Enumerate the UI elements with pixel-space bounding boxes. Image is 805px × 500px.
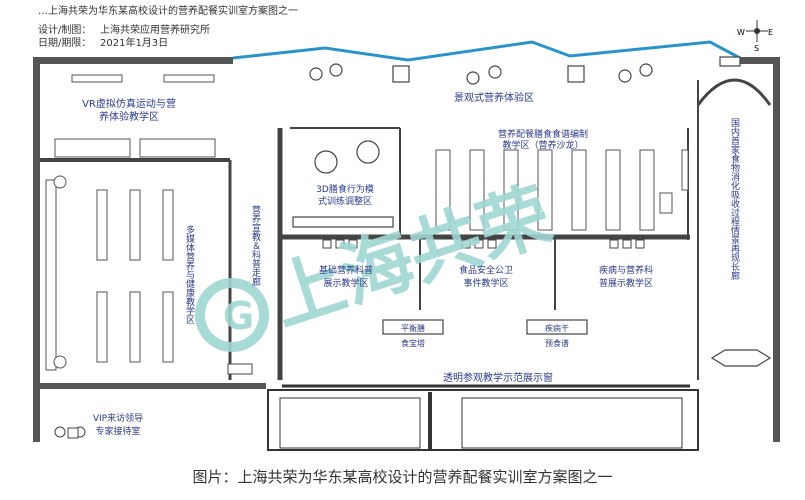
outer-walls	[33, 57, 780, 442]
digestion-corridor-shape	[710, 349, 772, 367]
vr-label-1: VR虚拟仿真运动与营	[82, 97, 176, 110]
safety-label-2: 事件教学区	[463, 277, 508, 289]
design-label: 设计/制图：	[38, 23, 91, 36]
vr-furniture	[54, 74, 216, 158]
meal-label-1: 营养配餐膳食食谱编制	[498, 128, 588, 140]
3d-label-1: 3D膳食行为模	[316, 183, 374, 195]
pagoda1-label-1: 平衡膳	[401, 323, 425, 333]
pagoda2-label-1: 疾病干	[545, 323, 569, 333]
basic-label-1: 基础营养科普	[319, 264, 373, 276]
vip-label-2: 专家接待室	[95, 425, 140, 437]
vr-label-2: 养体验教学区	[99, 110, 159, 123]
scenery-lamps	[309, 56, 741, 85]
basic-label-2: 展示教学区	[323, 277, 368, 289]
header-title-partial: …上海共荣为华东某高校设计的营养配餐实训室方案图之一	[38, 4, 298, 17]
watermark-text: 上海共荣	[261, 172, 561, 341]
disease-label-2: 普展示教学区	[599, 277, 653, 289]
digestion-label: 国内首家食物消化吸收过程情景再现长廊	[729, 118, 740, 281]
watermark-logo: G	[223, 294, 254, 338]
3d-zone-furniture	[292, 140, 394, 228]
pagoda2-label-2: 预食谱	[545, 338, 569, 348]
compass-s: S	[754, 44, 759, 53]
3d-label-2: 式训练调整区	[318, 195, 372, 207]
multimedia-label: 多媒体营养与健康教学区	[184, 224, 195, 324]
designer: 上海共荣应用营养研究所	[100, 23, 210, 36]
meal-zone-desks	[435, 149, 689, 231]
display-window	[267, 384, 699, 451]
window-label: 透明参观教学示范展示窗	[443, 371, 553, 384]
vip-label-1: VIP来访领导	[93, 412, 143, 424]
disease-label-1: 疾病与营养科	[599, 264, 653, 276]
multimedia-tables	[45, 175, 174, 371]
pagoda-boxes	[382, 319, 588, 335]
compass-icon: W E S	[737, 20, 773, 53]
meal-label-2: 教学区（营养沙龙）	[502, 139, 583, 151]
glass-facade	[232, 40, 741, 62]
scenery-label: 景观式营养体验区	[454, 91, 534, 104]
vip-room-furniture	[54, 426, 86, 439]
pagoda1-label-2: 食宝塔	[401, 338, 425, 348]
date: 2021年1月3日	[100, 36, 168, 49]
safety-label-1: 食品安全公卫	[459, 264, 513, 276]
figure-caption: 图片：上海共荣为华东某高校设计的营养配餐实训室方案图之一	[192, 468, 613, 486]
floor-plan: …上海共荣为华东某高校设计的营养配餐实训室方案图之一 设计/制图： 上海共荣应用…	[33, 4, 780, 451]
date-label: 日期/期限：	[38, 37, 91, 49]
propaganda-label: 营养宣教＆科普走廊	[250, 204, 261, 287]
compass-w: W	[737, 28, 745, 37]
compass-e: E	[768, 28, 773, 37]
middle-seats	[227, 239, 645, 375]
